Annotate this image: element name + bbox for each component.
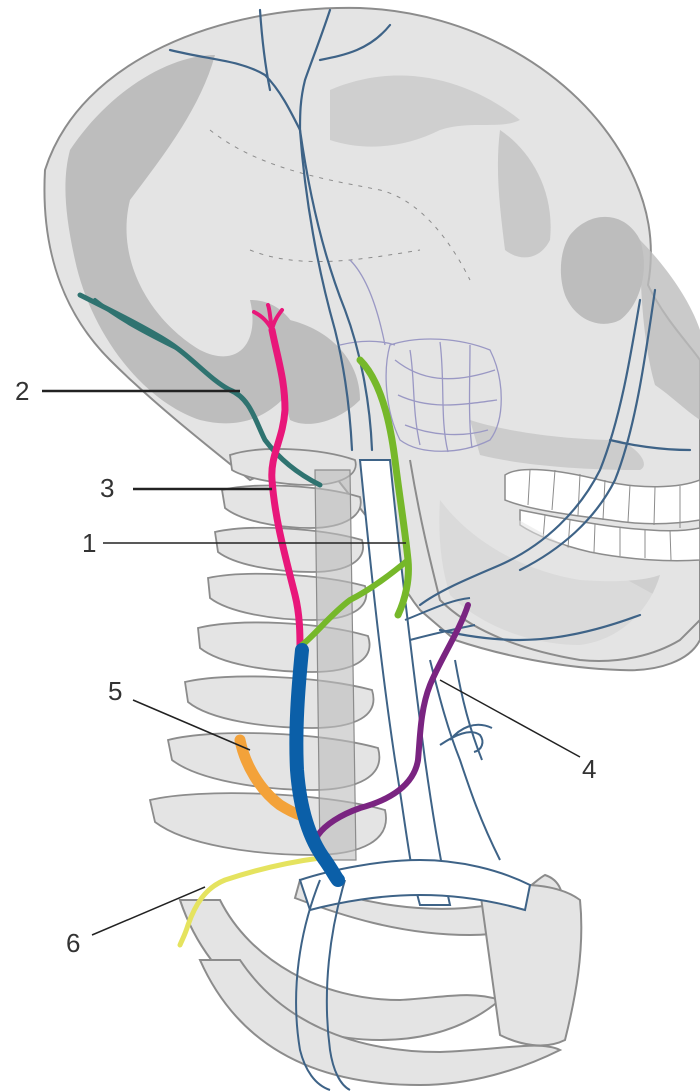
label-5: 5 [108, 676, 122, 706]
vertebral-bodies [315, 470, 356, 860]
leader-line-4 [440, 680, 580, 757]
label-1: 1 [82, 528, 96, 558]
label-3: 3 [100, 473, 114, 503]
anterior-jugular-vein [430, 660, 500, 860]
label-2: 2 [15, 376, 29, 406]
label-6: 6 [66, 928, 80, 958]
manubrium [480, 885, 581, 1046]
thyroid-vein-branch [440, 725, 492, 752]
label-4: 4 [582, 754, 596, 784]
